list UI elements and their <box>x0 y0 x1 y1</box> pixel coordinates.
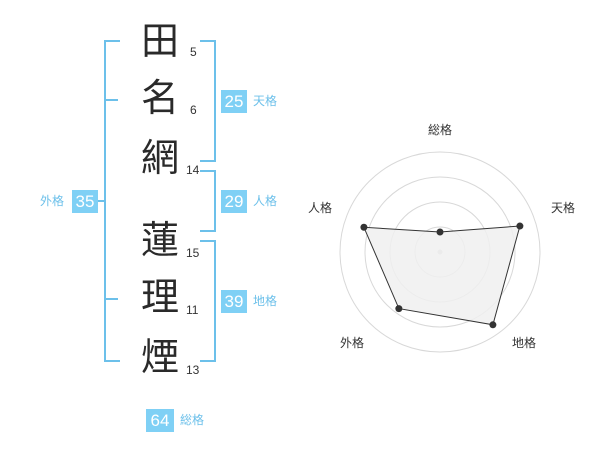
radar-point-5 <box>360 223 368 231</box>
radar-point-3 <box>489 321 497 329</box>
radar-axis-label-gaikaku: 外格 <box>340 335 364 350</box>
tenkaku-label: 天格 <box>253 94 278 108</box>
stroke-count-4: 15 <box>186 246 200 260</box>
jinkaku-label: 人格 <box>253 194 278 208</box>
jinkaku-score-badge: 29 <box>221 190 247 213</box>
name-char-2: 名 <box>140 76 179 120</box>
gaikaku-tick-2 <box>106 298 118 300</box>
name-char-3: 網 <box>140 136 179 180</box>
radar-axis-label-soukaku: 総格 <box>428 122 452 137</box>
chikaku-score-badge: 39 <box>221 290 247 313</box>
radar-point-1 <box>436 228 444 236</box>
name-char-1: 田 <box>140 19 179 63</box>
soukaku-label: 総格 <box>180 413 205 427</box>
stroke-count-2: 6 <box>190 103 197 117</box>
radar-axis-label-jinkaku: 人格 <box>308 200 332 215</box>
stroke-count-3: 14 <box>186 163 200 177</box>
radar-grid-ring <box>364 176 516 328</box>
stroke-count-1: 5 <box>190 45 197 59</box>
name-char-6: 煙 <box>140 335 179 379</box>
stroke-count-5: 11 <box>186 303 199 317</box>
chikaku-label: 地格 <box>253 294 278 308</box>
tenkaku-bracket <box>200 40 216 162</box>
radar-area <box>363 225 521 326</box>
gaikaku-tick-1 <box>106 99 118 101</box>
radar-axis-label-chikaku: 地格 <box>512 335 536 350</box>
name-char-5: 理 <box>140 275 179 319</box>
chikaku-bracket <box>200 240 216 362</box>
gaikaku-bracket <box>104 40 120 362</box>
gaikaku-label: 外格 <box>40 194 65 208</box>
gaikaku-connector <box>92 200 104 202</box>
tenkaku-score-badge: 25 <box>221 90 247 113</box>
jinkaku-bracket <box>200 170 216 232</box>
radar-point-2 <box>516 222 524 230</box>
radar-point-4 <box>395 305 403 313</box>
gaikaku-score-badge: 35 <box>72 190 98 213</box>
stroke-count-6: 13 <box>186 363 200 377</box>
radar-axis-label-tenkaku: 天格 <box>551 200 575 215</box>
soukaku-score-badge: 64 <box>146 409 174 432</box>
radar-grid-ring <box>339 151 541 353</box>
name-char-4: 蓮 <box>140 218 179 262</box>
